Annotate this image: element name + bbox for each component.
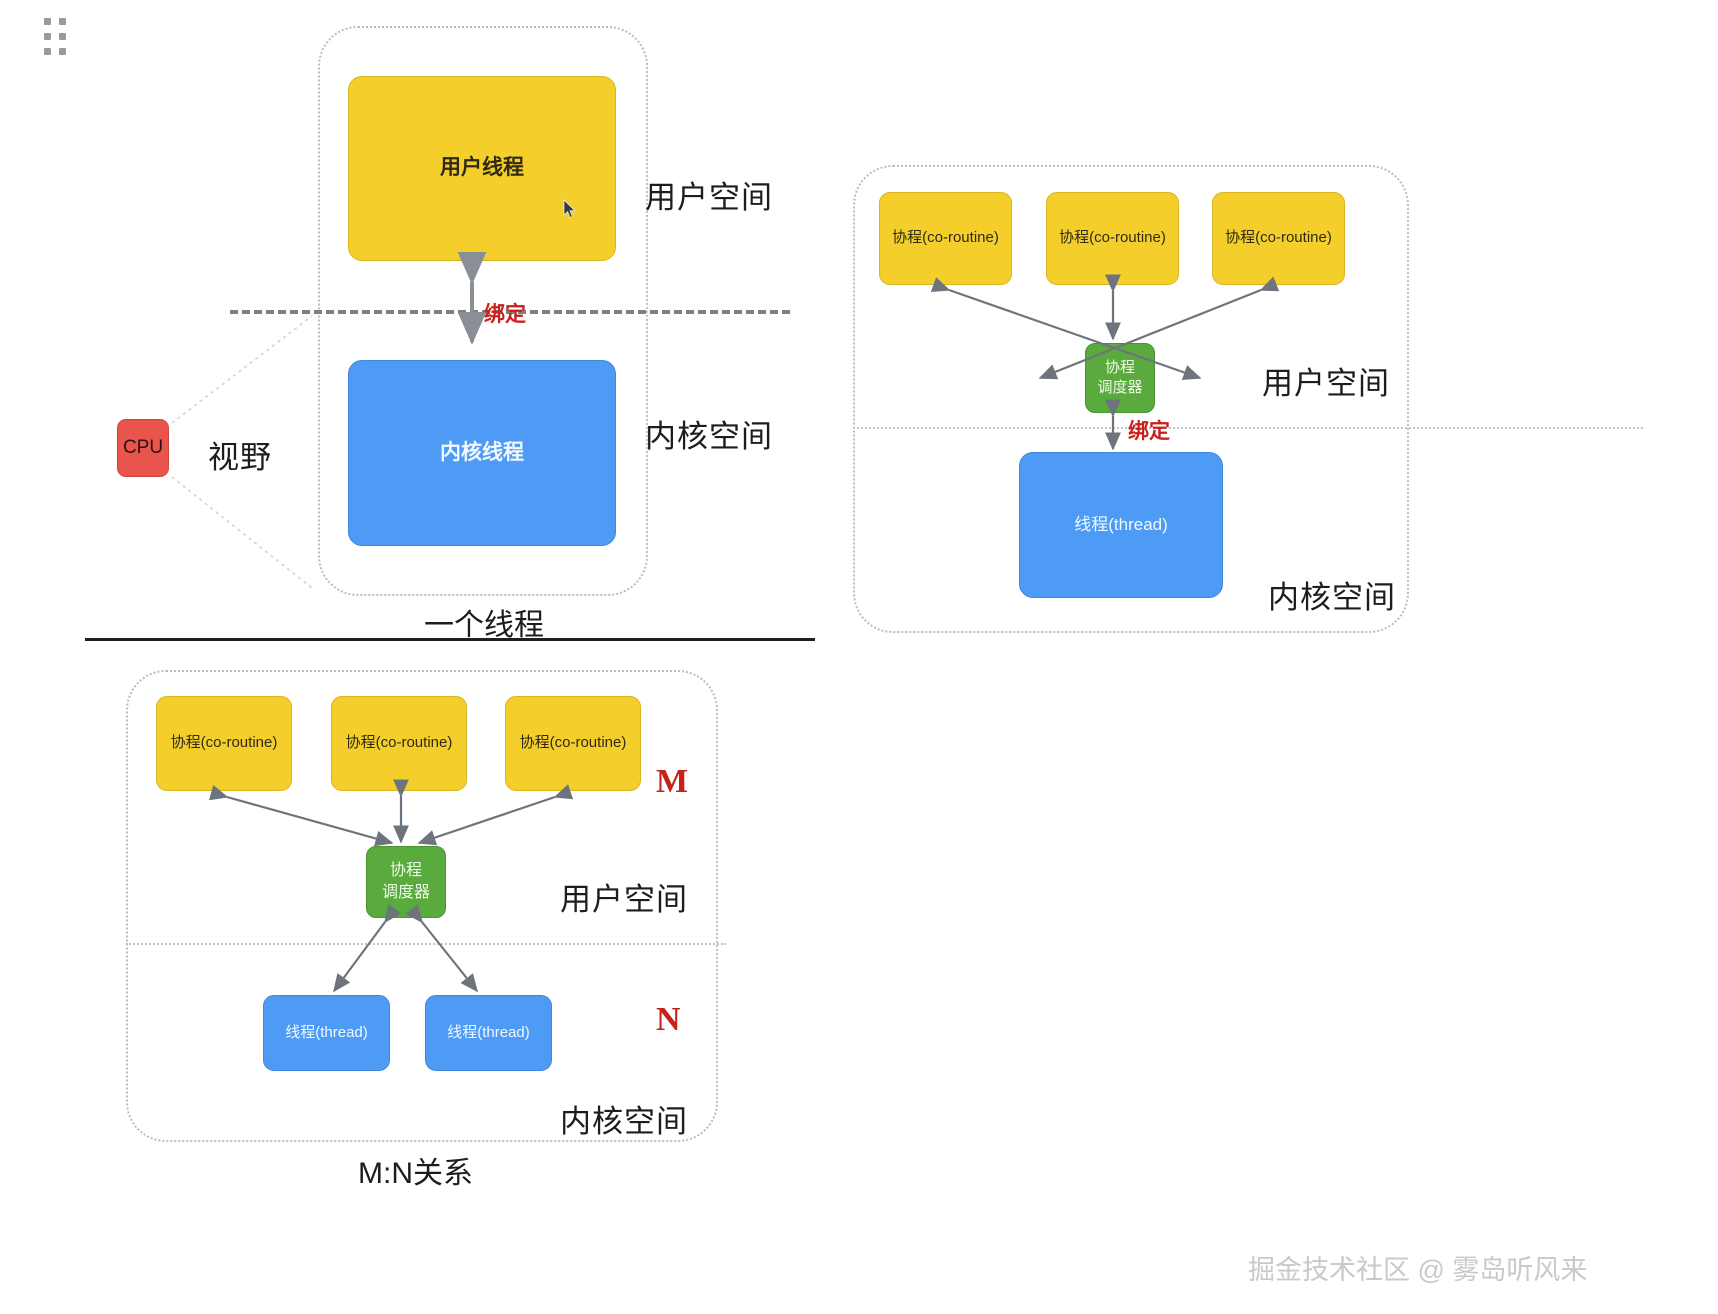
kernel-space-label-one-thread: 内核空间	[645, 419, 773, 454]
scheduler-box[interactable]: 协程 调度器	[366, 846, 446, 918]
drag-dot	[59, 18, 66, 25]
mouse-pointer-icon	[563, 199, 576, 218]
drag-dot	[44, 18, 51, 25]
one-thread-caption: 一个线程	[424, 609, 544, 642]
thread-box[interactable]: 线程(thread)	[263, 995, 390, 1071]
coroutine-box[interactable]: 协程(co-routine)	[505, 696, 641, 791]
scheduler-label-line1: 协程	[1104, 358, 1135, 376]
bind-label-one-to-one: 绑定	[1128, 420, 1170, 443]
coroutine-box[interactable]: 协程(co-routine)	[879, 192, 1012, 285]
coroutine-box[interactable]: 协程(co-routine)	[331, 696, 467, 791]
m-n-outline	[126, 670, 718, 1142]
coroutine-label: 协程(co-routine)	[345, 734, 453, 752]
bind-label-one-thread: 绑定	[484, 303, 526, 326]
watermark: 掘金技术社区 @ 雾岛听风来	[1248, 1255, 1588, 1285]
thread-label: 线程(thread)	[1074, 514, 1168, 534]
panel-divider	[85, 638, 815, 641]
coroutine-box[interactable]: 协程(co-routine)	[1212, 192, 1345, 285]
user-space-label-right: 用户空间	[1262, 366, 1390, 401]
user-kernel-divider-right	[853, 427, 1643, 429]
coroutine-label: 协程(co-routine)	[892, 229, 999, 247]
user-thread-box[interactable]: 用户线程	[348, 76, 616, 261]
coroutine-label: 协程(co-routine)	[519, 734, 627, 752]
thread-label: 线程(thread)	[447, 1023, 530, 1041]
thread-box[interactable]: 线程(thread)	[425, 995, 552, 1071]
user-kernel-divider	[230, 310, 790, 314]
user-thread-label: 用户线程	[440, 156, 524, 180]
coroutine-label: 协程(co-routine)	[1225, 229, 1332, 247]
cpu-label: CPU	[122, 437, 164, 459]
drag-handle-icon[interactable]	[44, 18, 66, 56]
thread-box[interactable]: 线程(thread)	[1019, 452, 1223, 598]
kernel-thread-label: 内核线程	[440, 440, 524, 464]
thread-label: 线程(thread)	[285, 1023, 368, 1041]
drag-dot	[44, 48, 51, 55]
user-space-label-one-thread: 用户空间	[645, 180, 773, 215]
cpu-box[interactable]: CPU	[117, 419, 169, 477]
coroutine-box[interactable]: 协程(co-routine)	[1046, 192, 1179, 285]
scheduler-box[interactable]: 协程 调度器	[1085, 343, 1155, 413]
scheduler-label-line2: 调度器	[381, 884, 430, 901]
scheduler-label-line1: 协程	[389, 862, 422, 880]
scheduler-label-line2: 调度器	[1097, 379, 1143, 396]
coroutine-box[interactable]: 协程(co-routine)	[156, 696, 292, 791]
m-n-caption: M:N关系	[358, 1157, 473, 1190]
kernel-space-label-right: 内核空间	[1268, 580, 1396, 615]
drag-dot	[59, 48, 66, 55]
one-to-one-outline	[853, 165, 1409, 633]
view-label: 视野	[208, 440, 272, 475]
m-label: M	[656, 763, 689, 800]
drag-dot	[59, 33, 66, 40]
drag-dot	[44, 33, 51, 40]
coroutine-label: 协程(co-routine)	[170, 734, 278, 752]
user-kernel-divider-mn	[126, 943, 726, 945]
coroutine-label: 协程(co-routine)	[1059, 229, 1166, 247]
kernel-thread-box[interactable]: 内核线程	[348, 360, 616, 546]
kernel-space-label-mn: 内核空间	[560, 1104, 688, 1139]
n-label: N	[656, 1001, 681, 1038]
user-space-label-mn: 用户空间	[560, 882, 688, 917]
